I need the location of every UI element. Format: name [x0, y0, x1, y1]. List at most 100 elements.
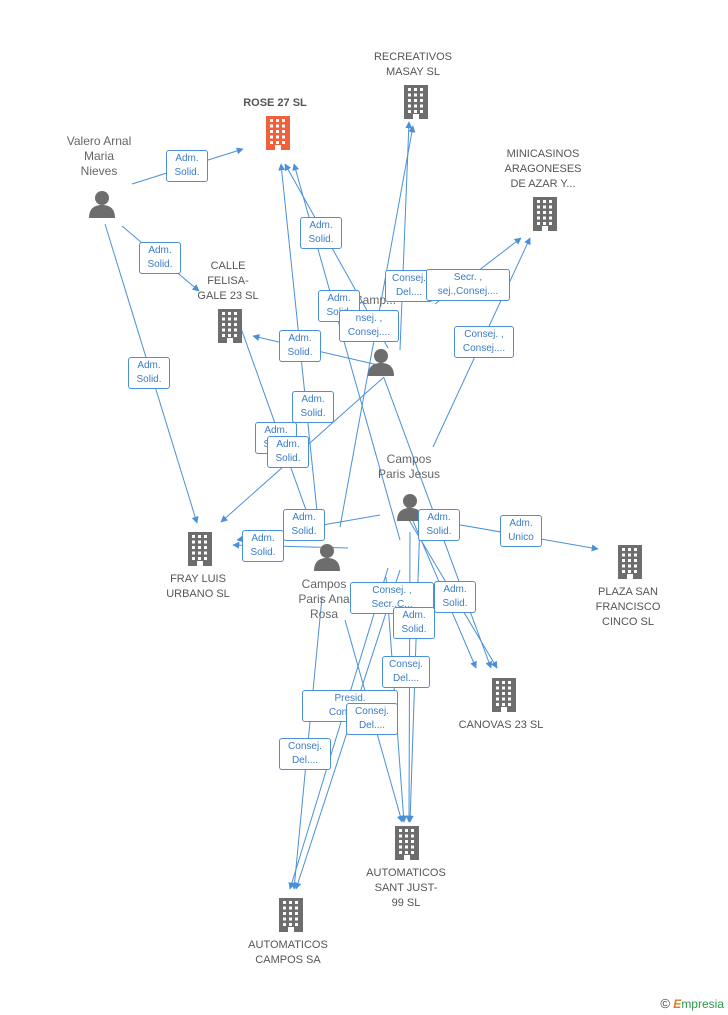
relation-text: Solid.	[174, 167, 200, 178]
company-label-campos-sa[interactable]: AUTOMATICOS CAMPOS SA	[228, 938, 348, 968]
person-icon[interactable]	[313, 543, 341, 576]
relation-text: Solid.	[136, 374, 162, 385]
relation-text: Adm.	[443, 584, 467, 595]
relation-text: Adm.	[427, 512, 451, 523]
label-line: DE AZAR Y...	[510, 178, 576, 190]
relation-label[interactable]: Adm.Solid.	[242, 530, 284, 562]
person-icon[interactable]	[88, 190, 116, 223]
edges	[104, 121, 599, 890]
relation-text: Secr.,C...	[371, 599, 413, 610]
edge-line	[399, 121, 413, 351]
building-icon[interactable]	[402, 85, 430, 124]
relation-label[interactable]: Consej. , Consej....	[454, 326, 514, 358]
relation-text: Adm.	[276, 439, 300, 450]
relation-text: Adm.	[301, 394, 325, 405]
relation-label[interactable]: Consej. Del....	[346, 703, 398, 735]
person-icon[interactable]	[396, 493, 424, 526]
label-line: SANT JUST-	[374, 882, 438, 894]
label-line: CINCO SL	[602, 616, 654, 628]
relation-text: Consej....	[347, 327, 391, 338]
relation-label[interactable]: Adm.Solid.	[128, 357, 170, 389]
relation-text: Adm.	[175, 153, 199, 164]
relation-text: Solid.	[275, 453, 301, 464]
relation-label[interactable]: Adm.Solid.	[292, 391, 334, 423]
label-line: RECREATIVOS	[373, 51, 453, 63]
building-icon[interactable]	[277, 898, 305, 937]
relation-label[interactable]: nsej. ,Consej....	[339, 310, 399, 342]
company-label-fray[interactable]: FRAY LUIS URBANO SL	[138, 572, 258, 602]
relation-text: Adm.	[509, 518, 533, 529]
label-line: Valero Arnal	[66, 134, 132, 148]
building-icon[interactable]	[216, 309, 244, 348]
label-line: FRAY LUIS	[170, 573, 226, 585]
relation-text: Solid.	[322, 306, 356, 320]
relation-label[interactable]: Adm. Solid.	[166, 150, 208, 182]
relation-text: Del....	[358, 720, 386, 731]
label-line: GALE 23 SL	[197, 290, 259, 302]
relation-text: Consej. ,	[464, 329, 504, 340]
relation-text: Consej. ,	[372, 585, 412, 596]
relation-label[interactable]: Consej. Del....	[279, 738, 331, 770]
relation-label[interactable]: Adm. Solid.	[279, 330, 321, 362]
person-icon[interactable]	[367, 348, 395, 381]
relation-text: Adm.	[327, 293, 351, 304]
label-line: AUTOMATICOS	[366, 867, 446, 879]
company-label-rose[interactable]: ROSE 27 SL	[215, 96, 335, 111]
relation-text: Solid.	[250, 547, 276, 558]
label-line: FRANCISCO	[595, 601, 661, 613]
relation-text: Adm.	[264, 425, 288, 436]
relation-label[interactable]: Consej.Del....	[385, 270, 433, 302]
relation-label[interactable]: Adm. Unico	[500, 515, 542, 547]
relation-label[interactable]: Adm. Solid.	[267, 436, 309, 468]
relation-text: Del....	[291, 755, 319, 766]
relation-text: Consej.	[392, 273, 426, 284]
empresia-brand[interactable]: © Empresia	[660, 996, 724, 1011]
relation-label[interactable]: Adm.Solid.	[300, 217, 342, 249]
relation-label[interactable]: Adm.Solid.	[434, 581, 476, 613]
relation-text: Solid.	[287, 347, 313, 358]
building-icon[interactable]	[264, 116, 292, 155]
copyright-symbol: ©	[660, 996, 670, 1011]
relation-text: Solid.	[426, 526, 452, 537]
brand-name: mpresia	[681, 997, 724, 1011]
relation-label[interactable]: Consej.Del....	[382, 656, 430, 688]
company-label-canovas[interactable]: CANOVAS 23 SL	[441, 718, 561, 733]
relation-label[interactable]: Secr. , sej.,Consej....	[426, 269, 510, 301]
relation-label[interactable]: Adm. Solid.	[418, 509, 460, 541]
label-line: CANOVAS 23 SL	[458, 719, 544, 731]
relation-text: Secr. ,	[453, 272, 483, 283]
relation-text: Solid.	[308, 234, 334, 245]
relation-text: Adm.	[288, 333, 312, 344]
relation-text: sej.,Consej....	[437, 286, 499, 297]
relation-text: Solid.	[147, 259, 173, 270]
label-line: CAMPOS SA	[255, 954, 321, 966]
edge-line	[235, 316, 307, 511]
label-line: Rosa	[309, 607, 338, 621]
building-icon[interactable]	[490, 678, 518, 717]
relation-text: Consej.	[288, 741, 322, 752]
label-line: URBANO SL	[166, 588, 230, 600]
relation-label[interactable]: Adm.Solid.	[283, 509, 325, 541]
building-icon[interactable]	[186, 532, 214, 571]
relation-text: Consej....	[462, 343, 506, 354]
relation-text: Adm.	[148, 245, 172, 256]
relation-label[interactable]: Adm.Solid.	[393, 607, 435, 639]
relation-label[interactable]: Adm. Solid.	[139, 242, 181, 274]
relation-text: Consej.	[389, 659, 423, 670]
relation-text: Consej.	[355, 706, 389, 717]
building-icon[interactable]	[531, 197, 559, 236]
building-icon[interactable]	[616, 545, 644, 584]
relation-text: Presid.	[334, 693, 366, 704]
label-line: Maria	[83, 149, 114, 163]
relation-text: Unico	[508, 532, 534, 543]
building-icon[interactable]	[393, 826, 421, 865]
label-line: AUTOMATICOS	[248, 939, 328, 951]
